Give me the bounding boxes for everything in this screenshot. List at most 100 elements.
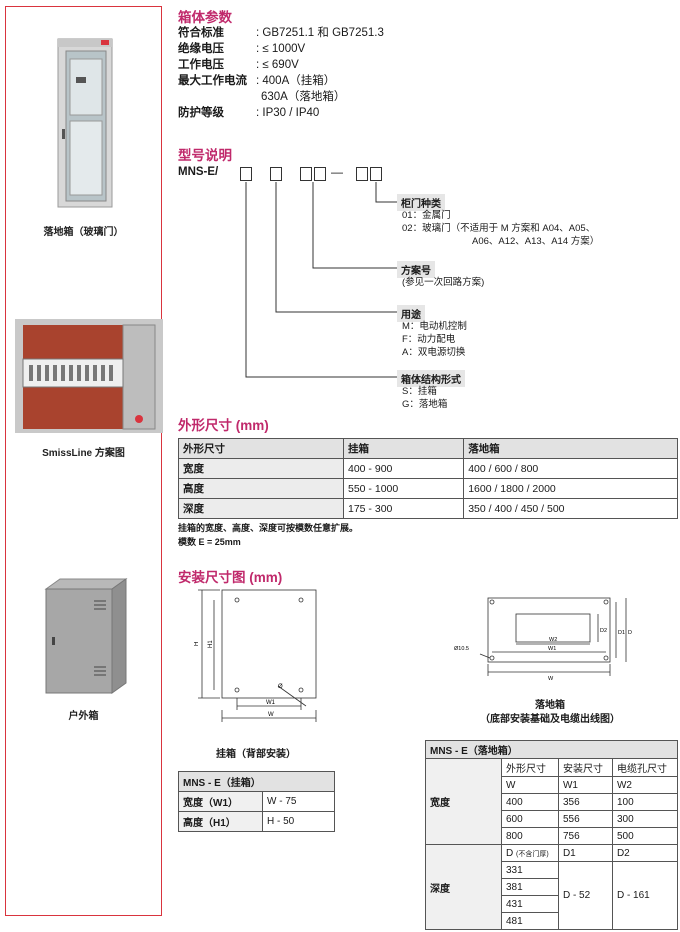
table-cell: D2 bbox=[611, 844, 679, 862]
table-cell: 电缆孔尺寸 bbox=[611, 758, 679, 777]
params-heading: 箱体参数 bbox=[178, 10, 232, 25]
table-cell: 外形尺寸 bbox=[501, 758, 559, 777]
label-h1: H1 bbox=[208, 640, 214, 648]
model-code: MNS-E/ bbox=[178, 166, 219, 178]
table-cell: 550 - 1000 bbox=[342, 478, 465, 499]
param-value: : GB7251.1 和 GB7251.3 bbox=[256, 27, 384, 39]
label-w: W bbox=[268, 712, 274, 718]
table-cell: D - 161 bbox=[611, 861, 679, 930]
param-row: 符合标准: GB7251.1 和 GB7251.3 bbox=[178, 25, 384, 41]
table-row: 深度 D (不含门厚) D1 D2 bbox=[425, 844, 679, 930]
table-cell: 431 bbox=[501, 895, 559, 913]
table-cell: 500 bbox=[611, 827, 679, 845]
table-cell: 350 / 400 / 450 / 500 bbox=[463, 498, 678, 519]
wall-box-drawing: H H1 W1 W Ø bbox=[194, 589, 317, 722]
table-cell: D1 bbox=[557, 844, 613, 862]
wall-drawing-caption: 挂箱（背部安装） bbox=[216, 749, 296, 760]
table-row: 331 D - 52 D - 161 bbox=[426, 861, 679, 930]
table-cell: 100 bbox=[611, 793, 679, 811]
table-cell: W bbox=[501, 776, 559, 794]
model-box-usage bbox=[270, 167, 282, 181]
table-cell: W2 bbox=[611, 776, 679, 794]
table-cell: 1600 / 1800 / 2000 bbox=[463, 478, 678, 499]
door-type-text: 01：金属门 02：玻璃门（不适用于 M 方案和 A04、A05、 A06、A1… bbox=[402, 209, 599, 248]
text-line: A06、A12、A13、A14 方案） bbox=[472, 236, 600, 247]
label-w: W bbox=[548, 676, 554, 682]
model-dash: — bbox=[331, 165, 343, 179]
text-line: G：落地箱 bbox=[402, 399, 448, 410]
table-cell: 安装尺寸 bbox=[557, 758, 613, 777]
label-d: D bbox=[628, 630, 632, 636]
table-row: 深度 175 - 300 350 / 400 / 450 / 500 bbox=[178, 498, 678, 519]
floor-install-table: MNS - E（落地箱） 宽度 外形尺寸 安装尺寸 电缆孔尺寸 W W1 W2 … bbox=[425, 740, 679, 930]
structure-text: S：挂箱 G：落地箱 bbox=[402, 385, 447, 411]
label-d1: D1 bbox=[618, 630, 625, 636]
label-d2: D2 bbox=[600, 628, 607, 634]
param-value: : 400A（挂箱） bbox=[256, 75, 336, 87]
text-line: M：电动机控制 bbox=[402, 321, 467, 332]
smissline-image bbox=[15, 319, 163, 433]
table-row: 600 556 300 bbox=[426, 810, 679, 828]
table-cell: 356 bbox=[557, 793, 613, 811]
param-value: 630A（落地箱） bbox=[261, 91, 346, 103]
table-cell: H - 50 bbox=[262, 811, 335, 832]
table-header-cell: 挂箱 bbox=[342, 438, 465, 459]
table-cell: 556 bbox=[557, 810, 613, 828]
tag-structure: 箱体结构形式 bbox=[397, 370, 465, 387]
dims-note-2: 模数 E = 25mm bbox=[178, 537, 241, 547]
table-header-cell: 落地箱 bbox=[463, 438, 678, 459]
text-line: 02：玻璃门（不适用于 M 方案和 A04、A05、 bbox=[402, 223, 596, 234]
text-line: A：双电源切换 bbox=[402, 347, 466, 358]
param-value: : ≤ 1000V bbox=[256, 43, 306, 55]
table-cell: 宽度（W1） bbox=[178, 791, 263, 812]
param-value: : ≤ 690V bbox=[256, 59, 299, 71]
table-cell: 400 bbox=[501, 793, 559, 811]
depth-label: 深度 bbox=[425, 844, 502, 930]
table-cell: 400 / 600 / 800 bbox=[463, 458, 678, 479]
table-cell: W - 75 bbox=[262, 791, 335, 812]
table-row: 381 bbox=[426, 878, 678, 896]
floor-drawing-caption-1: 落地箱 bbox=[535, 700, 565, 711]
product-image-panel: 落地箱（玻璃门） SmissLine 方案图 户外箱 bbox=[5, 6, 163, 916]
table-row: 宽度 400 - 900 400 / 600 / 800 bbox=[178, 458, 678, 479]
param-row: 防护等级: IP30 / IP40 bbox=[178, 105, 384, 121]
table-title: MNS - E（挂箱） bbox=[178, 771, 335, 792]
param-row: 630A（落地箱） bbox=[178, 89, 384, 105]
params-list: 符合标准: GB7251.1 和 GB7251.3 绝缘电压: ≤ 1000V … bbox=[178, 25, 384, 121]
tag-door-type: 柜门种类 bbox=[397, 194, 445, 211]
label-hole: Ø bbox=[278, 684, 283, 690]
text-line: S：挂箱 bbox=[402, 386, 437, 397]
model-box-door-2 bbox=[370, 167, 382, 181]
dimension-table: 外形尺寸 挂箱 落地箱 宽度 400 - 900 400 / 600 / 800… bbox=[178, 438, 678, 519]
table-row: 800 756 500 bbox=[426, 827, 679, 845]
table-cell: 800 bbox=[501, 827, 559, 845]
scheme-text: (参见一次回路方案) bbox=[402, 276, 484, 289]
floor-cabinet-image bbox=[57, 38, 113, 208]
outdoor-box-image bbox=[44, 578, 128, 694]
table-row: 481 bbox=[426, 912, 678, 930]
depth-sub-d: D bbox=[506, 847, 514, 859]
label-w1: W1 bbox=[266, 700, 276, 706]
param-label: 最大工作电流 bbox=[178, 75, 247, 87]
param-row: 最大工作电流 : 400A（挂箱） bbox=[178, 73, 384, 89]
depth-sub-note: (不含门厚) bbox=[516, 850, 549, 858]
tag-scheme: 方案号 bbox=[397, 261, 435, 278]
table-title: MNS - E（落地箱） bbox=[425, 740, 678, 759]
table-cell: 175 - 300 bbox=[342, 498, 465, 519]
table-cell: D - 52 bbox=[557, 861, 613, 930]
table-cell: 宽度 bbox=[178, 458, 344, 479]
table-row: 400 356 100 bbox=[426, 793, 679, 811]
smissline-caption: SmissLine 方案图 bbox=[42, 448, 125, 459]
table-row: 宽度（W1）W - 75 bbox=[178, 791, 335, 812]
install-heading: 安装尺寸图 (mm) bbox=[178, 570, 283, 585]
floor-cabinet-caption: 落地箱（玻璃门） bbox=[43, 227, 124, 238]
table-cell: W1 bbox=[557, 776, 613, 794]
param-label: 防护等级 bbox=[178, 107, 224, 119]
model-box-scheme-1 bbox=[300, 167, 312, 181]
text-line: (参见一次回路方案) bbox=[402, 277, 485, 288]
dims-heading: 外形尺寸 (mm) bbox=[178, 418, 269, 433]
table-cell: 331 bbox=[501, 861, 559, 879]
model-box-door-1 bbox=[356, 167, 368, 181]
param-row: 工作电压: ≤ 690V bbox=[178, 57, 384, 73]
label-hole: Ø10.5 bbox=[454, 646, 469, 652]
